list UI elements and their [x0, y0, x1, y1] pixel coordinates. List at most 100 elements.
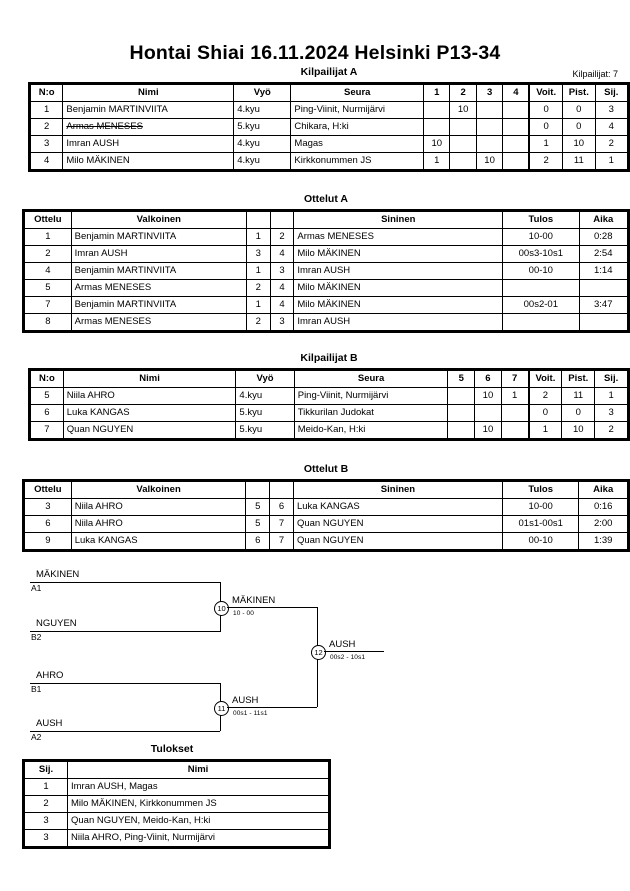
cell-points: 0 — [561, 118, 596, 136]
table-row: 2 Milo MÄKINEN, Kirkkonummen JS — [24, 795, 329, 813]
col-header-m4: 4 — [502, 84, 530, 102]
cell-m1 — [423, 101, 451, 119]
cell-result: 00-10 — [501, 532, 580, 550]
cell-match-no: 7 — [24, 296, 72, 314]
table-header-row: Sij. Nimi — [24, 761, 329, 779]
col-header-blue-no — [269, 211, 295, 229]
col-header-no: N:o — [30, 370, 64, 388]
cell-blue: Luka KANGAS — [292, 498, 503, 516]
pool-b-title: Kilpailijat B — [300, 352, 358, 364]
matches-a-section: Ottelut A Ottelu Valkoinen Sininen Tulos… — [22, 193, 630, 338]
cell-name: Quan NGUYEN, Meido-Kan, H:ki — [67, 812, 329, 830]
bracket-winner-line — [324, 651, 384, 652]
cell-time: 0:16 — [578, 498, 628, 516]
cell-belt: 4.kyu — [233, 101, 292, 119]
bracket-winner-line — [227, 607, 317, 608]
cell-points: 11 — [561, 152, 596, 170]
cell-white: Imran AUSH — [70, 245, 247, 263]
col-header-club: Seura — [293, 370, 449, 388]
col-header-match: Ottelu — [24, 211, 72, 229]
cell-match-no: 4 — [24, 262, 72, 280]
col-header-blue: Sininen — [292, 481, 503, 499]
bracket-entry-seed: B1 — [31, 684, 42, 694]
table-row: 5 Niila AHRO 4.kyu Ping-Viinit, Nurmijär… — [30, 387, 628, 405]
col-header-result: Tulos — [502, 211, 580, 229]
cell-white: Luka KANGAS — [70, 532, 247, 550]
cell-white-no: 5 — [245, 515, 271, 533]
cell-m6: 10 — [474, 421, 502, 439]
table-row: 1 Benjamin MARTINVIITA 4.kyu Ping-Viinit… — [29, 101, 629, 119]
table-row: 3 Imran AUSH 4.kyu Magas 10 1 10 2 — [29, 135, 629, 153]
col-header-m3: 3 — [475, 84, 504, 102]
bracket-match-11: 11 — [214, 701, 229, 716]
col-header-blue-no — [269, 481, 294, 499]
cell-time: 2:54 — [578, 245, 628, 263]
results-section: Tulokset Sij. Nimi 1 Imran AUSH, Magas 2… — [22, 743, 331, 854]
cell-m1 — [423, 118, 451, 136]
cell-points: 11 — [561, 387, 596, 405]
pool-a-section: Kilpailijat A N:o Nimi Vyö Seura 1 2 3 4… — [28, 66, 630, 177]
cell-m7 — [500, 421, 530, 439]
matches-a-table: Ottelu Valkoinen Sininen Tulos Aika 1 Be… — [24, 211, 628, 331]
matches-a-frame: Ottelu Valkoinen Sininen Tulos Aika 1 Be… — [22, 209, 630, 333]
cell-result: 10-00 — [501, 498, 580, 516]
matches-b-title: Ottelut B — [303, 463, 349, 475]
cell-blue-no: 7 — [269, 532, 294, 550]
col-header-result: Tulos — [501, 481, 580, 499]
cell-no: 7 — [30, 421, 64, 439]
cell-wins: 0 — [528, 118, 563, 136]
cell-white: Benjamin MARTINVIITA — [70, 228, 247, 246]
cell-white-no: 2 — [245, 313, 271, 331]
bracket-winner-score: 00s2 - 10s1 — [330, 654, 366, 661]
cell-white: Armas MENESES — [70, 279, 247, 297]
col-header-name: Nimi — [62, 370, 237, 388]
cell-rank: 3 — [594, 404, 628, 422]
table-header-row: Ottelu Valkoinen Sininen Tulos Aika — [24, 211, 628, 229]
table-row: 7 Quan NGUYEN 5.kyu Meido-Kan, H:ki 10 1… — [30, 421, 628, 439]
cell-m2 — [449, 118, 477, 136]
cell-white-no: 3 — [245, 245, 271, 263]
cell-wins: 1 — [527, 421, 563, 439]
cell-m4 — [502, 118, 530, 136]
pool-a-title: Kilpailijat A — [300, 66, 358, 78]
cell-m3 — [475, 118, 504, 136]
bracket-winner-line — [227, 707, 317, 708]
bracket-winner-name: AUSH — [329, 639, 356, 650]
cell-result: 00s3-10s1 — [502, 245, 580, 263]
cell-no: 4 — [29, 152, 64, 170]
col-header-m1: 1 — [423, 84, 451, 102]
cell-match-no: 9 — [24, 532, 72, 550]
cell-m4 — [502, 135, 530, 153]
cell-white-no: 6 — [245, 532, 271, 550]
col-header-rank: Sij. — [594, 370, 628, 388]
cell-name: Milo MÄKINEN — [62, 152, 235, 170]
bracket-entry-line — [30, 683, 220, 684]
cell-points: 10 — [561, 421, 596, 439]
cell-club: Chikara, H:ki — [290, 118, 425, 136]
col-header-white: Valkoinen — [70, 481, 247, 499]
cell-result: 01s1-00s1 — [501, 515, 580, 533]
cell-position: 3 — [24, 812, 68, 830]
pool-b-section: Kilpailijat B N:o Nimi Vyö Seura 5 6 7 V… — [28, 352, 630, 446]
cell-white: Niila AHRO — [70, 515, 247, 533]
matches-b-section: Ottelut B Ottelu Valkoinen Sininen Tulos… — [22, 463, 630, 557]
cell-wins: 1 — [528, 135, 563, 153]
table-row: 7 Benjamin MARTINVIITA 1 4 Milo MÄKINEN … — [24, 296, 628, 314]
cell-blue-no: 4 — [269, 279, 295, 297]
cell-wins: 2 — [527, 387, 563, 405]
cell-blue-no: 4 — [269, 245, 295, 263]
table-header-row: Ottelu Valkoinen Sininen Tulos Aika — [24, 481, 628, 499]
cell-blue-no: 7 — [269, 515, 294, 533]
cell-wins: 0 — [527, 404, 563, 422]
cell-name: Armas MENESES — [62, 118, 235, 136]
col-header-position: Sij. — [24, 761, 68, 779]
cell-time: 0:28 — [578, 228, 628, 246]
cell-m5 — [447, 421, 476, 439]
matches-b-table: Ottelu Valkoinen Sininen Tulos Aika 3 Ni… — [24, 481, 628, 550]
cell-wins: 2 — [528, 152, 563, 170]
cell-m4 — [502, 152, 530, 170]
cell-match-no: 5 — [24, 279, 72, 297]
table-row: 4 Benjamin MARTINVIITA 1 3 Imran AUSH 00… — [24, 262, 628, 280]
cell-position: 3 — [24, 829, 68, 847]
cell-blue: Milo MÄKINEN — [293, 296, 504, 314]
